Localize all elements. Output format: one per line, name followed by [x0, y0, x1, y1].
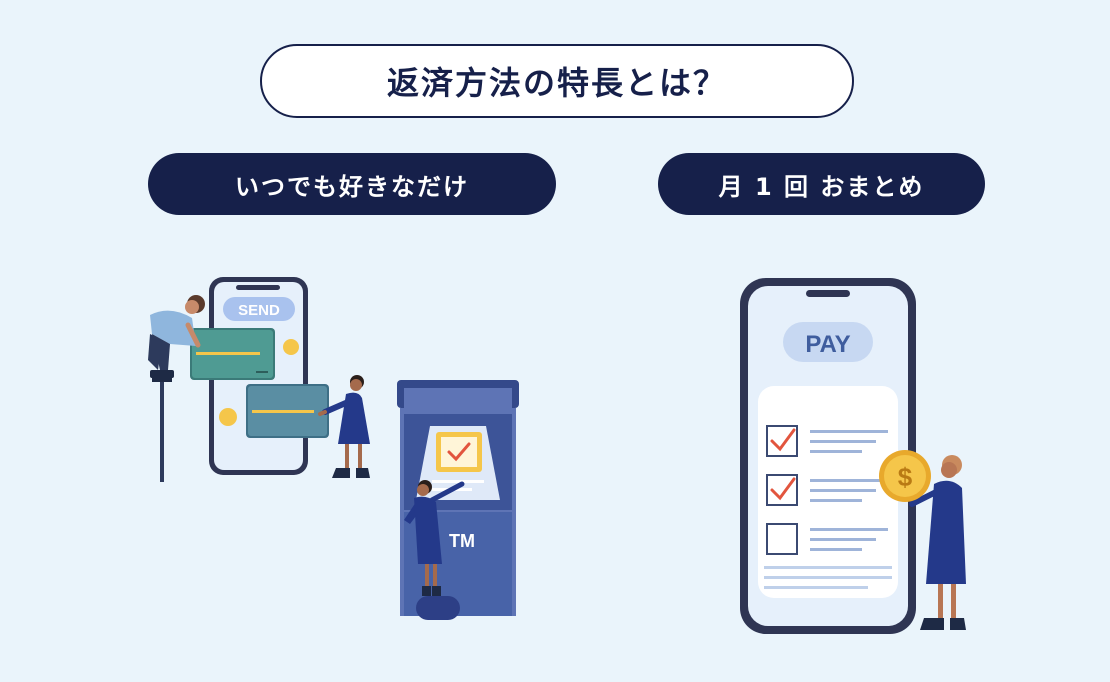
atm-label: TM	[449, 531, 475, 551]
coin-icon	[283, 339, 299, 355]
person-woman-coin-illustration	[909, 455, 966, 630]
right-illustration: PAY	[740, 278, 966, 634]
coin-icon	[219, 408, 237, 426]
checklist-row-checked	[766, 474, 888, 506]
atm-machine-illustration: TM	[397, 380, 519, 620]
coin-symbol: $	[898, 462, 913, 492]
pay-phone-illustration: PAY	[740, 278, 916, 634]
dollar-coin-icon: $	[879, 450, 931, 502]
checklist-row-unchecked	[766, 523, 888, 555]
checklist-row-checked	[766, 425, 888, 457]
person-woman-atm-illustration	[404, 480, 465, 596]
person-man-illustration	[148, 295, 205, 382]
page-title: 返済方法の特長とは？	[386, 64, 727, 102]
checkbox-empty-icon	[766, 523, 798, 555]
pole	[160, 380, 164, 482]
credit-card-icon	[246, 384, 329, 438]
credit-card-icon	[190, 328, 275, 380]
title-banner: 返済方法の特長とは？	[260, 44, 854, 118]
pay-badge-label: PAY	[805, 331, 850, 358]
person-woman-illustration	[318, 375, 370, 478]
send-badge	[223, 297, 295, 321]
left-illustration: SEND	[148, 277, 519, 620]
send-badge-label: SEND	[238, 302, 280, 319]
feature-label-monthly: 月 1 回 おまとめ	[658, 153, 985, 215]
pay-badge	[783, 322, 873, 362]
feature-label-anytime: いつでも好きなだけ	[148, 153, 556, 215]
stool	[416, 596, 460, 620]
